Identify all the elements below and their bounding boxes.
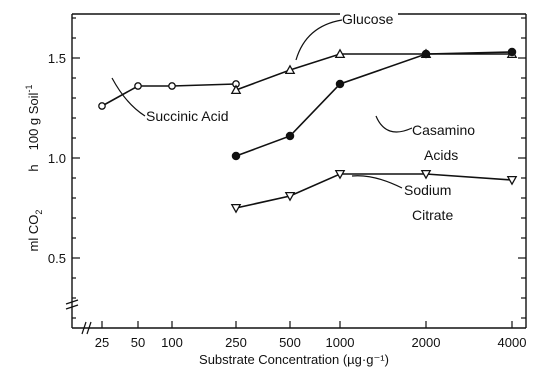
x-tick-label-1: 50 [131, 335, 145, 350]
y-title-part1: ml CO [26, 215, 41, 252]
series-line-succinic-acid [101, 83, 237, 107]
x-tick-label-7: 4000 [498, 335, 527, 350]
point-sodium-citrate-4 [506, 175, 518, 186]
series-sodium-citrate [230, 169, 518, 214]
y-tick-label-1: 1.0 [48, 151, 66, 166]
y-title-sub: 2 [34, 210, 44, 215]
point-glucose-0 [230, 84, 242, 95]
point-sodium-citrate-1 [284, 191, 296, 202]
point-casamino-acids-2 [335, 79, 345, 89]
leader-sodium [351, 175, 403, 189]
label-sodium-line2: Citrate [412, 207, 453, 223]
point-casamino-acids-0 [231, 151, 241, 161]
point-succinic-acid-1 [134, 82, 142, 90]
x-tick-label-0: 25 [95, 335, 109, 350]
series-line-sodium-citrate [235, 173, 513, 209]
x-tick-label-4: 500 [279, 335, 301, 350]
point-casamino-acids-4 [507, 47, 517, 57]
point-glucose-2 [334, 48, 346, 59]
y-title-part3: 100 g Soil [26, 92, 41, 150]
point-casamino-acids-1 [285, 131, 295, 141]
point-sodium-citrate-0 [230, 203, 242, 214]
annotations-layer: Succinic Acid Glucose Casamino Acids Sod… [111, 11, 475, 223]
y-axis-break-2 [65, 304, 79, 310]
y-axis-title-text: ml CO2 h 100 g Soil-1 [24, 85, 44, 252]
point-sodium-citrate-3 [420, 169, 432, 180]
series-layer [98, 47, 518, 214]
y-tick-label-2: 1.5 [48, 51, 66, 66]
x-axis-title: Substrate Concentration (µg·g⁻¹) [199, 352, 389, 367]
point-succinic-acid-2 [168, 82, 176, 90]
y-axis-break-1 [65, 299, 79, 305]
point-glucose-1 [284, 64, 296, 75]
y-title-part2: h [26, 164, 41, 171]
point-succinic-acid-0 [98, 102, 106, 110]
axis-titles: Substrate Concentration (µg·g⁻¹) ml CO2 h… [24, 85, 389, 367]
x-tick-label-3: 250 [225, 335, 247, 350]
x-tick-label-2: 100 [161, 335, 183, 350]
label-casamino-line2: Acids [424, 147, 458, 163]
series-casamino-acids [231, 47, 517, 161]
y-tick-label-0: 0.5 [48, 251, 66, 266]
series-line-casamino-acids [235, 51, 513, 157]
leader-glucose [295, 19, 343, 61]
x-tick-label-5: 1000 [326, 335, 355, 350]
label-succinic-acid: Succinic Acid [146, 108, 228, 124]
label-sodium-line1: Sodium [404, 182, 451, 198]
label-glucose: Glucose [342, 11, 394, 27]
axes: 0.5 1.0 1.5 25 50 100 250 500 1000 2000 4000 [48, 13, 527, 350]
leader-succinic-acid [111, 77, 146, 117]
label-casamino-line1: Casamino [412, 122, 475, 138]
y-title-sup: -1 [24, 85, 34, 93]
point-casamino-acids-3 [421, 49, 431, 59]
x-axis-break-1 [81, 321, 87, 335]
leader-casamino [375, 115, 413, 133]
y-axis-title: ml CO2 h 100 g Soil-1 [24, 85, 44, 252]
x-tick-label-6: 2000 [412, 335, 441, 350]
x-axis-break-2 [86, 321, 92, 335]
point-sodium-citrate-2 [334, 169, 346, 180]
series-succinic-acid [98, 80, 240, 110]
